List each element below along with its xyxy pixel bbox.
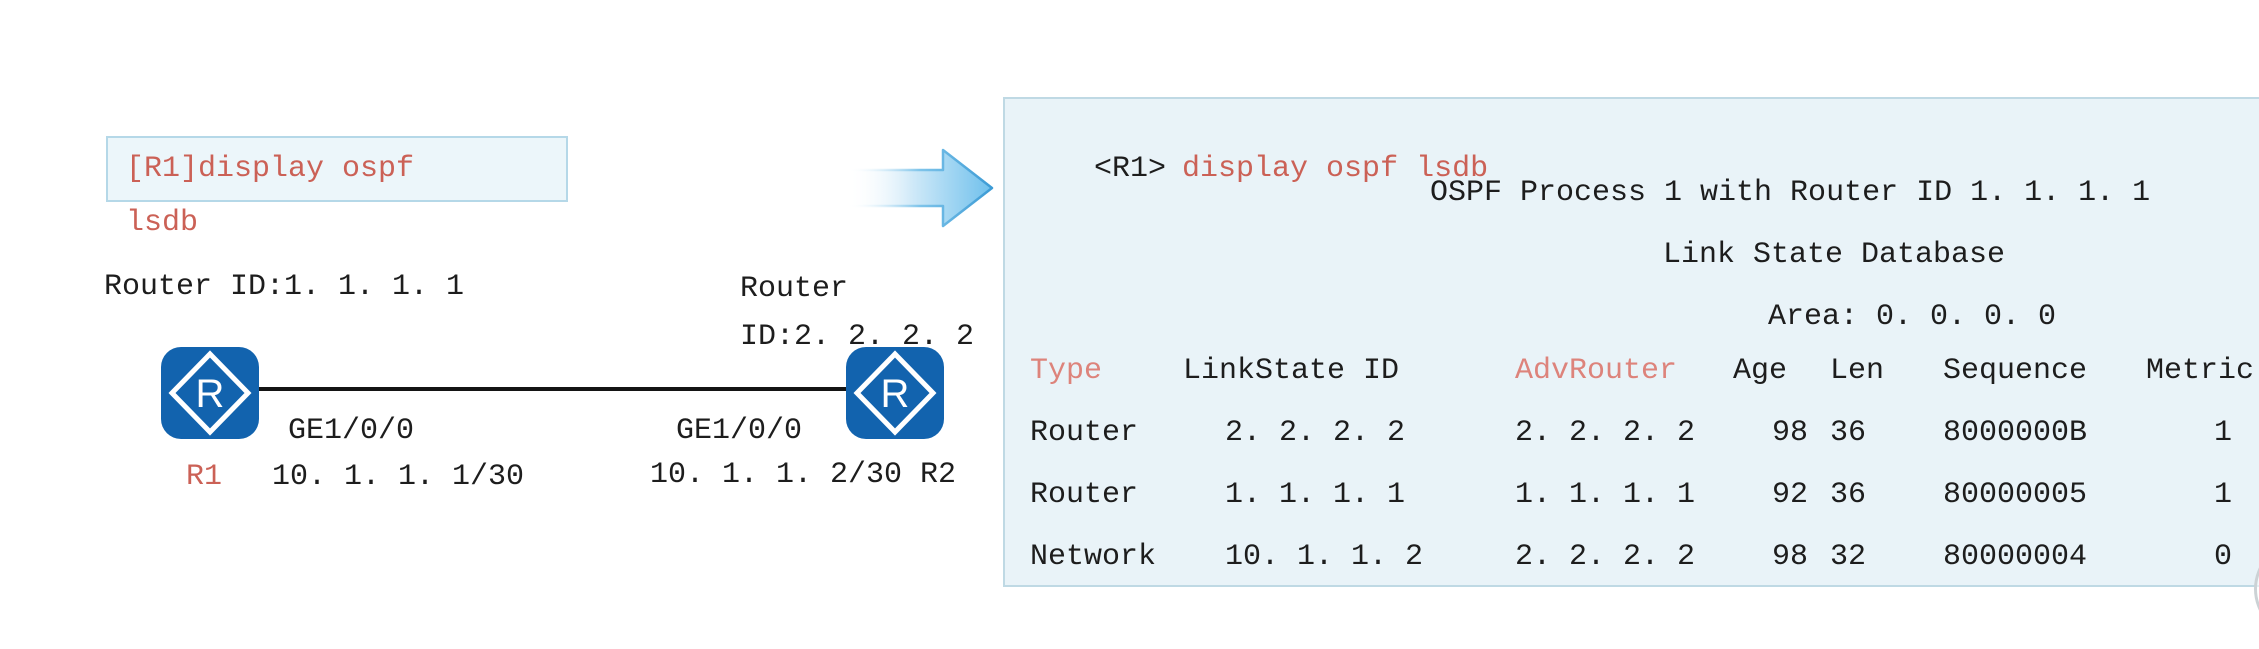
cell-age: 98: [1771, 540, 1808, 574]
lsdb-table-row: Router 1. 1. 1. 1 1. 1. 1. 1 92 36 80000…: [1030, 476, 2256, 514]
lsdb-table-header-row: Type LinkState ID AdvRouter Age Len Sequ…: [1030, 352, 2256, 390]
cell-linkstate-id: 10. 1. 1. 2: [1225, 540, 1424, 574]
terminal-output-panel: [1003, 97, 2259, 587]
header-type: Type: [1030, 354, 1103, 388]
header-age: Age: [1733, 354, 1788, 388]
right-arrow-icon: [846, 148, 994, 228]
cell-advrouter: 2. 2. 2. 2: [1515, 416, 1696, 450]
r1-router-id-label: Router ID:1. 1. 1. 1: [104, 270, 465, 304]
cell-age: 92: [1771, 478, 1808, 512]
r2-router-id-label-line2: ID:2. 2. 2. 2: [740, 320, 975, 354]
cell-metric: 0: [2213, 540, 2232, 574]
terminal-command-line: <R1> display ospf lsdb: [1022, 112, 1488, 226]
header-len: Len: [1830, 354, 1885, 388]
cell-age: 98: [1771, 416, 1808, 450]
link-line: [258, 387, 848, 391]
command-callout-line2: lsdb: [126, 206, 199, 240]
lsdb-table-row: Router 2. 2. 2. 2 2. 2. 2. 2 98 36 80000…: [1030, 414, 2256, 452]
terminal-prompt: <R1>: [1094, 152, 1167, 186]
cell-advrouter: 1. 1. 1. 1: [1515, 478, 1696, 512]
router-r2-icon: R: [846, 347, 944, 439]
router-icon-letter: R: [196, 372, 225, 416]
cell-len: 32: [1830, 540, 1867, 574]
ospf-process-line: OSPF Process 1 with Router ID 1. 1. 1. 1: [1430, 176, 2151, 210]
router-icon-letter: R: [881, 372, 910, 416]
cell-advrouter: 2. 2. 2. 2: [1515, 540, 1696, 574]
terminal-command: display ospf lsdb: [1182, 152, 1489, 186]
cell-linkstate-id: 2. 2. 2. 2: [1225, 416, 1406, 450]
area-line: Area: 0. 0. 0. 0: [1768, 300, 2057, 334]
r2-router-id-label-line1: Router: [740, 272, 849, 306]
cell-sequence: 80000004: [1943, 540, 2088, 574]
cell-sequence: 8000000B: [1943, 416, 2088, 450]
header-sequence: Sequence: [1943, 354, 2088, 388]
router-r1-icon: R: [161, 347, 259, 439]
lsdb-table-row: Network 10. 1. 1. 2 2. 2. 2. 2 98 32 800…: [1030, 538, 2256, 576]
cell-sequence: 80000005: [1943, 478, 2088, 512]
r1-ip-label: 10. 1. 1. 1/30: [272, 460, 525, 494]
r1-name-label: R1: [186, 460, 223, 494]
header-advrouter: AdvRouter: [1515, 354, 1678, 388]
r2-interface-label: GE1/0/0: [676, 414, 803, 448]
header-metric: Metric: [2146, 354, 2255, 388]
cell-type: Router: [1030, 478, 1139, 512]
cell-linkstate-id: 1. 1. 1. 1: [1225, 478, 1406, 512]
header-linkstate-id: LinkState ID: [1183, 354, 1400, 388]
cell-len: 36: [1830, 478, 1867, 512]
cell-type: Network: [1030, 540, 1157, 574]
command-callout-line1: [R1]display ospf: [126, 152, 415, 186]
cell-type: Router: [1030, 416, 1139, 450]
cell-metric: 1: [2213, 416, 2232, 450]
r1-interface-label: GE1/0/0: [288, 414, 415, 448]
link-state-database-line: Link State Database: [1663, 238, 2006, 272]
cell-metric: 1: [2213, 478, 2232, 512]
cell-len: 36: [1830, 416, 1867, 450]
r2-ip-label: 10. 1. 1. 2/30 R2: [650, 458, 957, 492]
command-callout-box: [R1]display ospf: [106, 136, 568, 202]
